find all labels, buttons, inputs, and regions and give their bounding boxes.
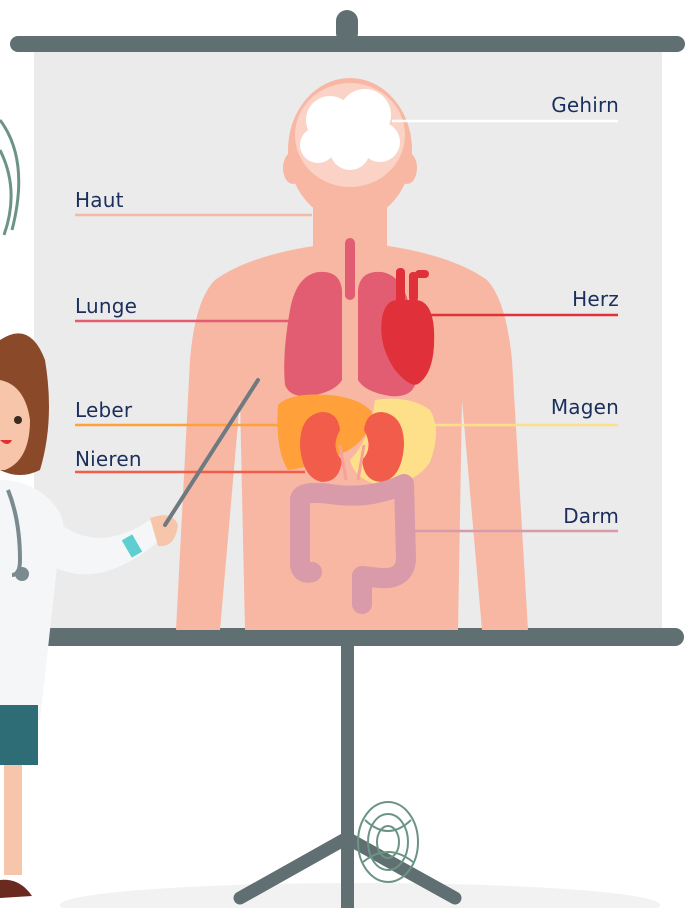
tripod-stand	[240, 640, 455, 908]
label-magen: Magen	[551, 396, 619, 418]
label-darm: Darm	[563, 505, 619, 527]
label-gehirn: Gehirn	[551, 94, 619, 116]
screen-hook	[336, 10, 358, 44]
label-herz: Herz	[572, 288, 619, 310]
label-nieren: Nieren	[75, 448, 142, 470]
screen-bottom-bar	[22, 628, 684, 646]
plant-decoration	[358, 802, 418, 882]
label-haut: Haut	[75, 189, 124, 211]
trachea	[345, 238, 355, 300]
label-leber: Leber	[75, 399, 132, 421]
floor-shadow	[60, 883, 660, 908]
leaf-decoration	[0, 120, 19, 235]
label-lunge: Lunge	[75, 295, 137, 317]
